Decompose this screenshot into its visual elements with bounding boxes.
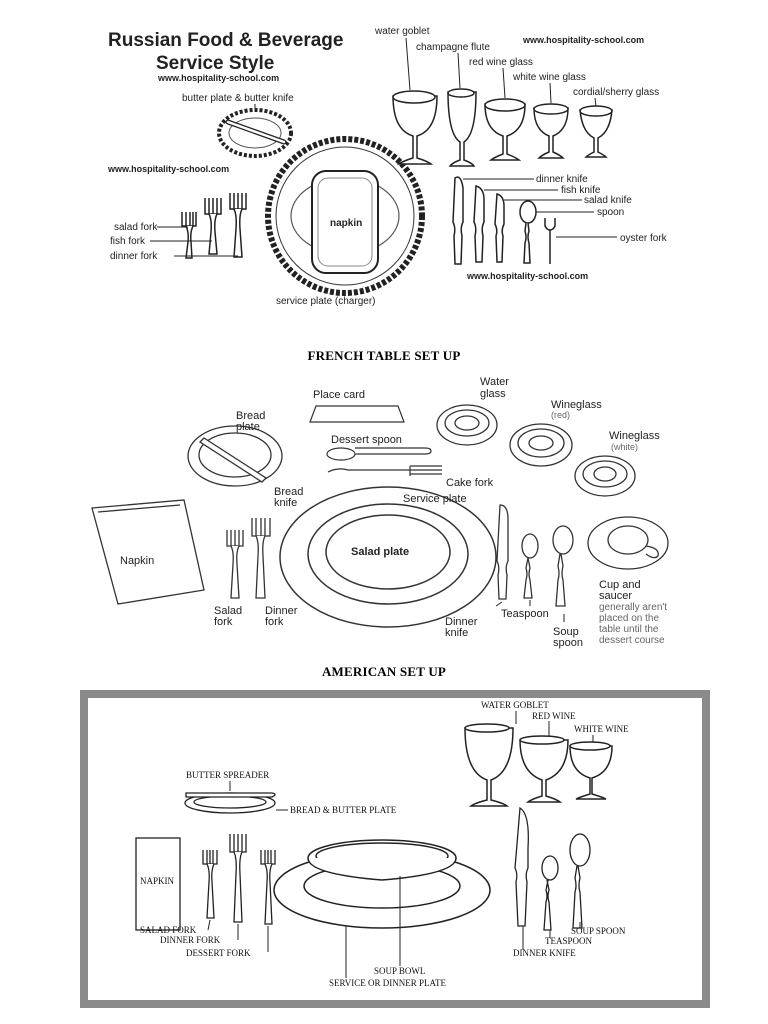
label-cup-note-3: table until the	[599, 624, 659, 635]
american-setup-diagram: WATER GOBLET RED WINE WHITE WINE BUTTER …	[80, 690, 710, 1008]
cake-fork-icon	[327, 465, 442, 476]
label-dinner-fork-american: DINNER FORK	[160, 935, 221, 945]
service-plate-icon	[265, 136, 425, 296]
label-place-card: Place card	[313, 389, 365, 401]
american-knife-spoons-icon	[514, 806, 591, 931]
american-glasses-icon	[464, 723, 613, 807]
label-water-goblet-american: WATER GOBLET	[481, 700, 549, 710]
russian-service-diagram: Russian Food & Beverage Service Style ww…	[0, 0, 768, 320]
label-salad-fork-american: SALAD FORK	[140, 925, 197, 935]
label-cup-saucer-1: Cup and	[599, 579, 641, 591]
american-heading: AMERICAN SET UP	[321, 664, 447, 679]
russian-title-line1: Russian Food & Beverage	[108, 30, 343, 51]
label-dinner-knife-french-1: Dinner	[445, 616, 478, 628]
russian-url-1: www.hospitality-school.com	[157, 73, 279, 83]
label-soup-spoon-american: SOUP SPOON	[571, 926, 626, 936]
place-card-icon	[309, 405, 405, 423]
label-oyster-fork: oyster fork	[620, 233, 668, 244]
label-service-plate-french: Service plate	[403, 493, 467, 505]
label-butter-spreader: BUTTER SPREADER	[186, 770, 269, 780]
dessert-spoon-icon	[326, 447, 432, 461]
label-cup-saucer-2: saucer	[599, 590, 632, 602]
label-white-wine-glass: white wine glass	[512, 72, 586, 83]
label-wineglass-red-1: Wineglass	[551, 399, 602, 411]
label-cup-note-1: generally aren't	[599, 602, 667, 613]
label-bread-plate-2: plate	[236, 421, 260, 433]
american-forks-icon	[202, 834, 276, 925]
label-fish-knife: fish knife	[561, 185, 601, 196]
label-service-dinner-plate: SERVICE OR DINNER PLATE	[329, 978, 447, 988]
label-soup-bowl: SOUP BOWL	[374, 966, 425, 976]
russian-url-2: www.hospitality-school.com	[522, 35, 644, 45]
label-napkin-french: Napkin	[120, 555, 154, 567]
label-napkin-russian: napkin	[330, 218, 362, 229]
label-water-glass-2: glass	[480, 388, 506, 400]
label-cup-note-2: placed on the	[599, 613, 659, 624]
russian-diagram-svg: Russian Food & Beverage Service Style ww…	[107, 26, 668, 307]
label-salad-plate: Salad plate	[351, 546, 409, 558]
russian-knives-spoons-icon	[452, 176, 556, 265]
cup-saucer-icon	[587, 516, 669, 570]
label-service-plate-charger: service plate (charger)	[276, 296, 375, 307]
american-bread-plate-icon	[184, 792, 276, 814]
french-knife-spoons-icon	[496, 504, 574, 607]
french-glasses-icon	[436, 404, 636, 497]
label-dinner-fork-french-1: Dinner	[265, 605, 298, 617]
russian-forks-icon	[181, 193, 247, 259]
label-white-wine-american: WHITE WINE	[574, 724, 629, 734]
label-dinner-knife-french-2: knife	[445, 627, 468, 639]
label-bread-plate-1: Bread	[236, 410, 265, 422]
russian-url-4: www.hospitality-school.com	[466, 271, 588, 281]
russian-title-line2: Service Style	[156, 53, 274, 74]
label-teaspoon-american: TEASPOON	[545, 936, 593, 946]
american-napkin-icon	[135, 837, 181, 931]
label-soup-spoon-french-1: Soup	[553, 626, 579, 638]
label-dinner-knife-russian: dinner knife	[536, 174, 588, 185]
bread-plate-icon	[187, 425, 283, 487]
american-plates-icon	[273, 839, 491, 929]
label-salad-fork-russian: salad fork	[114, 222, 158, 233]
label-fish-fork-russian: fish fork	[110, 236, 146, 247]
label-red-wine-american: RED WINE	[532, 711, 576, 721]
label-cup-note-4: dessert course	[599, 635, 665, 646]
label-bread-knife-2: knife	[274, 497, 297, 509]
label-wineglass-white-2: (white)	[611, 442, 638, 452]
russian-glasses-icon	[392, 88, 613, 167]
label-dessert-spoon: Dessert spoon	[331, 434, 402, 446]
french-napkin-icon	[91, 499, 205, 605]
label-wineglass-red-2: (red)	[551, 410, 570, 420]
label-champagne-flute: champagne flute	[416, 42, 490, 53]
label-dinner-knife-american: DINNER KNIFE	[513, 948, 576, 958]
label-teaspoon-french: Teaspoon	[501, 608, 549, 620]
french-heading: FRENCH TABLE SET UP	[307, 348, 461, 363]
french-forks-icon	[226, 518, 271, 599]
label-dinner-fork-french-2: fork	[265, 616, 284, 628]
label-spoon-russian: spoon	[597, 207, 624, 218]
label-red-wine-glass: red wine glass	[469, 57, 533, 68]
label-salad-knife: salad knife	[584, 195, 632, 206]
label-water-glass-1: Water	[480, 376, 509, 388]
label-cake-fork: Cake fork	[446, 477, 494, 489]
label-soup-spoon-french-2: spoon	[553, 637, 583, 649]
label-salad-fork-french-1: Salad	[214, 605, 242, 617]
label-butter-plate-knife: butter plate & butter knife	[182, 93, 294, 104]
label-cordial-sherry-glass: cordial/sherry glass	[573, 87, 659, 98]
label-bread-butter-plate: BREAD & BUTTER PLATE	[290, 805, 397, 815]
label-dinner-fork-russian: dinner fork	[110, 251, 158, 262]
label-dessert-fork-american: DESSERT FORK	[186, 948, 251, 958]
american-diagram-svg: WATER GOBLET RED WINE WHITE WINE BUTTER …	[80, 690, 710, 1008]
label-wineglass-white-1: Wineglass	[609, 430, 660, 442]
french-table-diagram: Place card Water glass Wineglass (red) W…	[0, 368, 768, 658]
french-diagram-svg: Place card Water glass Wineglass (red) W…	[91, 376, 669, 649]
butter-plate-icon	[217, 108, 293, 158]
label-salad-fork-french-2: fork	[214, 616, 233, 628]
french-service-plate-icon	[279, 486, 497, 628]
label-water-goblet-russian: water goblet	[374, 26, 430, 37]
russian-url-3: www.hospitality-school.com	[107, 164, 229, 174]
label-bread-knife-1: Bread	[274, 486, 303, 498]
label-napkin-american: NAPKIN	[140, 876, 175, 886]
